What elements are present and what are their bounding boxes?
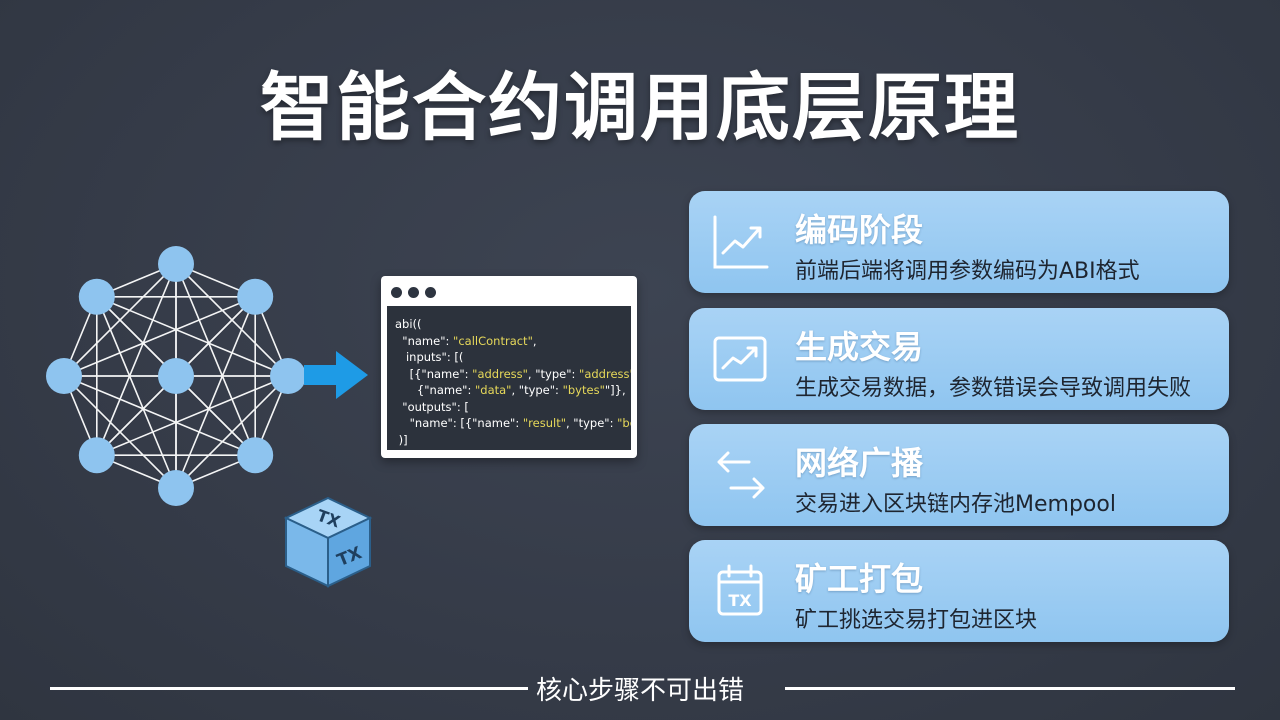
- window-dot: [408, 286, 419, 298]
- network-edge: [63, 296, 256, 377]
- code-text: ,: [532, 333, 537, 348]
- code-string: "bytes": [562, 383, 605, 397]
- network-node: [158, 470, 194, 506]
- step-card-encoding: 编码阶段 前端后端将调用参数编码为ABI格式: [689, 191, 1229, 293]
- network-node: [78, 278, 115, 315]
- code-text: , "type":: [511, 383, 563, 397]
- window-dot: [391, 286, 402, 298]
- network-node: [270, 358, 306, 394]
- page-title: 智能合约调用底层原理: [260, 65, 1020, 151]
- footer-divider-right: [785, 687, 1235, 690]
- code-text: "name": [{"name":: [395, 416, 523, 430]
- calendar-tx-label: TX: [728, 591, 752, 610]
- code-text: "outputs": [: [395, 399, 469, 414]
- chart-up-icon: [713, 215, 769, 269]
- network-edge: [96, 296, 177, 377]
- calendar-tx-icon: TX: [717, 564, 763, 616]
- network-edge: [175, 263, 256, 456]
- code-string: "address": [472, 366, 528, 381]
- code-text: "name":: [395, 333, 454, 348]
- step-description: 矿工挑选交易打包进区块: [795, 608, 1038, 633]
- code-line: {"name": "data", "type": "bytes""]},: [395, 382, 626, 399]
- step-description: 生成交易数据，参数错误会导致调用失败: [795, 376, 1192, 401]
- step-description: 交易进入区块链内存池Mempool: [795, 492, 1116, 517]
- abi-code-window: abi(( "name": "callContract", inputs": […: [381, 276, 637, 458]
- footer-divider-left: [50, 687, 528, 690]
- arrow-right-icon: [304, 351, 368, 399]
- code-line: inputs": [(: [395, 349, 625, 366]
- network-edge: [63, 375, 256, 456]
- code-string: "callContract": [453, 333, 533, 348]
- code-line: [{"name": "address", "type": "address",: [395, 366, 631, 383]
- tx-cube-icon: TX TX: [283, 496, 373, 588]
- code-string: "data": [474, 383, 512, 397]
- step-card-mining: TX 矿工打包 矿工挑选交易打包进区块: [689, 540, 1229, 642]
- step-description: 前端后端将调用参数编码为ABI格式: [795, 259, 1140, 284]
- code-line: "name": "callContract",: [395, 333, 625, 350]
- network-node: [78, 437, 115, 474]
- network-edge: [175, 296, 256, 377]
- code-line: "name": [{"name": "result", "type": "boo…: [395, 415, 631, 432]
- code-string: "bool": [617, 416, 631, 430]
- step-title: 矿工打包: [795, 560, 924, 598]
- code-line: abi((: [395, 316, 625, 333]
- network-edge: [96, 296, 177, 489]
- code-text: , "type":: [566, 416, 618, 430]
- code-line: "outputs": [: [395, 399, 625, 416]
- step-card-broadcast: 网络广播 交易进入区块链内存池Mempool: [689, 424, 1229, 526]
- step-title: 网络广播: [795, 444, 924, 482]
- network-edge: [96, 296, 289, 377]
- code-text: "]},: [604, 383, 626, 397]
- network-edge: [175, 296, 256, 489]
- code-text: abi((: [395, 317, 422, 331]
- abi-code-block: abi(( "name": "callContract", inputs": […: [387, 306, 631, 450]
- network-edge: [175, 375, 256, 456]
- window-dots: [387, 282, 631, 302]
- code-text: inputs": [(: [395, 350, 464, 364]
- code-text: )]: [395, 432, 408, 447]
- code-line: )]: [395, 432, 625, 449]
- code-string: "address": [579, 366, 631, 381]
- network-node: [158, 246, 194, 282]
- code-text: , "type":: [527, 366, 580, 381]
- step-title: 编码阶段: [795, 211, 924, 249]
- step-title: 生成交易: [795, 328, 924, 366]
- code-string: "result": [522, 416, 566, 430]
- network-graph-icon: [46, 246, 306, 506]
- window-dot: [425, 286, 436, 298]
- exchange-arrows-icon: [717, 451, 765, 499]
- network-edge: [96, 263, 177, 456]
- network-node: [237, 278, 274, 315]
- network-node: [237, 437, 274, 474]
- network-node: [46, 358, 82, 394]
- code-text: [{"name":: [395, 366, 473, 381]
- network-edge: [96, 375, 177, 456]
- network-node: [158, 358, 194, 394]
- footer-caption: 核心步骤不可出错: [535, 676, 744, 706]
- network-edge: [96, 375, 289, 456]
- step-card-generate-tx: 生成交易 生成交易数据，参数错误会导致调用失败: [689, 308, 1229, 410]
- chart-box-icon: [713, 336, 767, 382]
- code-text: {"name":: [395, 383, 475, 397]
